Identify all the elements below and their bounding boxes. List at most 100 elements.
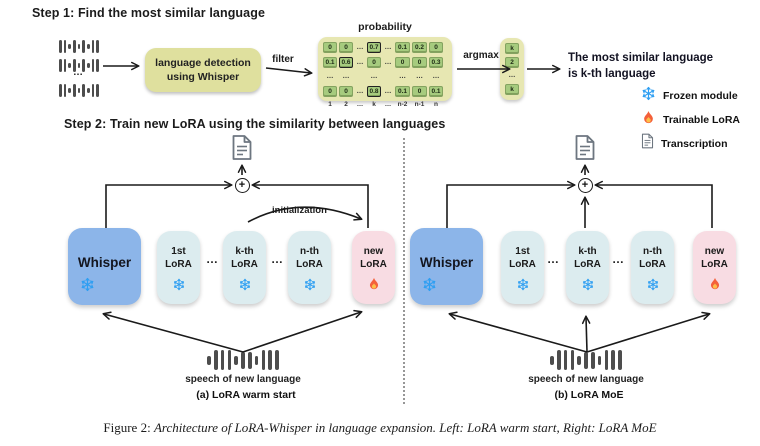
matrix-cell: 0	[339, 85, 353, 97]
legend-label: Transcription	[661, 137, 728, 150]
lora-label: LoRA	[701, 258, 728, 270]
matrix-col-label: n-2	[397, 101, 408, 108]
matrix-cell: 0	[323, 42, 337, 53]
snowflake-icon	[172, 278, 185, 296]
matrix-cell: 0	[367, 56, 381, 68]
matrix-ellipsis	[383, 71, 393, 82]
matrix-ellipsis: …	[416, 73, 423, 81]
lora-ellipsis: …	[547, 252, 559, 266]
vector-cell: k	[505, 43, 519, 54]
lora-ellipsis: …	[612, 252, 624, 266]
lora-label: 1st	[515, 246, 530, 257]
whisper-label: Whisper	[419, 255, 474, 270]
figure-caption-text: Architecture of LoRA-Whisper in language…	[153, 420, 657, 435]
matrix-ellipsis: …	[342, 73, 350, 81]
lora-label: LoRA	[509, 258, 536, 270]
audio-waveform-icon	[58, 40, 100, 53]
matrix-col-label: 2	[344, 101, 348, 108]
matrix-cell: 0.1	[323, 56, 337, 68]
diagram-b-caption: (b) LoRA MoE	[554, 389, 624, 401]
matrix-col-label: …	[356, 101, 364, 108]
speech-waveform-icon	[203, 349, 283, 371]
lora-label: LoRA	[231, 258, 258, 270]
snowflake-icon	[641, 86, 656, 106]
snowflake-icon	[238, 278, 251, 296]
matrix-ellipsis: …	[356, 87, 364, 95]
lora-label: n-th	[643, 246, 662, 257]
transcription-icon	[574, 134, 596, 166]
matrix-ellipsis	[355, 71, 365, 82]
result-line1: The most similar language	[568, 52, 714, 64]
flame-icon	[641, 110, 656, 130]
lora-label: k-th	[578, 246, 597, 257]
combine-plus-icon: +	[234, 177, 250, 193]
snowflake-icon	[80, 277, 95, 297]
matrix-cell: 0.6	[339, 56, 353, 68]
matrix-row: ………………	[323, 71, 447, 82]
result-line2: is k-th language	[568, 67, 656, 80]
lora-label: n-th	[300, 246, 319, 257]
matrix-ellipsis: …	[356, 44, 364, 51]
lora-ellipsis: …	[206, 252, 218, 266]
matrix-cell: 0.1	[395, 42, 410, 53]
whisper-box-a: Whisper	[68, 228, 141, 305]
matrix-cell: 0.8	[367, 85, 381, 97]
diagram-a-caption: (a) LoRA warm start	[196, 389, 296, 401]
matrix-col-label: k	[372, 101, 376, 108]
legend: Frozen module Trainable LoRA Transcripti…	[641, 86, 741, 154]
document-icon	[641, 133, 654, 154]
legend-label: Frozen module	[663, 89, 738, 102]
lora-label: LoRA	[639, 258, 666, 270]
lora-label: new	[363, 246, 384, 257]
matrix-ellipsis: …	[356, 58, 364, 66]
lora-label: LoRA	[360, 258, 387, 270]
waveform-ellipsis: …	[73, 67, 83, 78]
language-detection-box: language detection using Whisper	[145, 48, 261, 92]
snowflake-icon	[303, 278, 316, 296]
matrix-cell: 0	[339, 42, 353, 53]
speech-label-b: speech of new language	[528, 374, 644, 385]
vector-cell: 2	[505, 56, 519, 68]
initialization-label: initialization	[272, 205, 327, 216]
detect-box-line1: language detection	[155, 57, 251, 69]
snowflake-icon	[581, 278, 594, 296]
lora-label: LoRA	[165, 258, 192, 270]
matrix-cell: 0.1	[429, 85, 443, 97]
combine-plus-icon: +	[577, 177, 593, 193]
snowflake-icon	[646, 278, 659, 296]
matrix-cell: 0.3	[429, 56, 443, 68]
flame-icon	[708, 277, 722, 296]
step2-title: Step 2: Train new LoRA using the similar…	[64, 117, 446, 131]
lora-label: new	[704, 246, 725, 257]
matrix-col-label: n-1	[414, 101, 425, 108]
argmax-label: argmax	[463, 50, 499, 61]
whisper-box-b: Whisper	[410, 228, 483, 305]
audio-waveform-icon	[58, 84, 100, 97]
matrix-cell: 0.1	[395, 85, 410, 97]
result-text: The most similar language is k-th langua…	[568, 51, 713, 82]
snowflake-icon	[422, 277, 437, 297]
matrix-cell: 0.7	[367, 42, 381, 53]
filter-label: filter	[272, 54, 294, 65]
whisper-label: Whisper	[77, 255, 132, 270]
diagram-divider	[403, 138, 405, 404]
matrix-ellipsis: …	[384, 44, 392, 51]
matrix-col-label: …	[384, 101, 392, 108]
snowflake-icon	[516, 278, 529, 296]
probability-label: probability	[358, 21, 412, 33]
matrix-col-label: 1	[328, 101, 332, 108]
lora-label: 1st	[171, 246, 186, 257]
legend-item: Trainable LoRA	[641, 110, 741, 130]
legend-label: Trainable LoRA	[663, 113, 741, 126]
speech-waveform-icon	[546, 349, 626, 371]
